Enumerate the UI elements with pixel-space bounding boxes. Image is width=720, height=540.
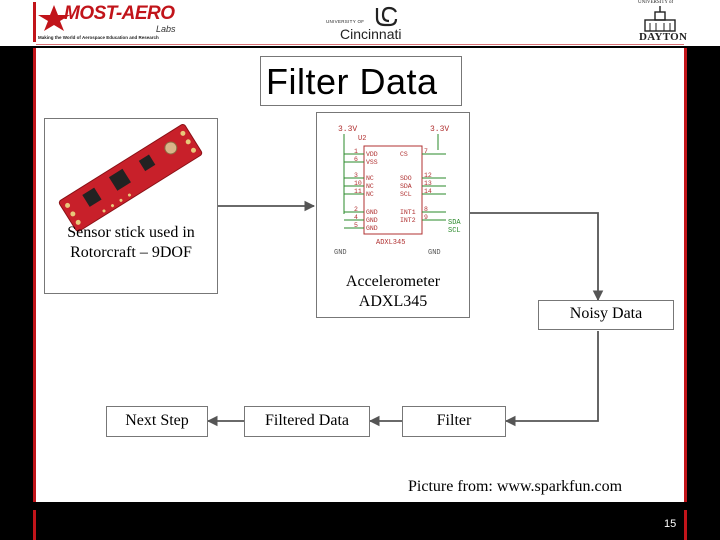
header-underline xyxy=(36,44,684,45)
star-icon xyxy=(38,5,70,31)
schematic-pin-number: 9 xyxy=(424,214,428,221)
schematic-net-sda: SDA xyxy=(448,219,461,227)
header-bar: MOST-AERO Labs Making the World of Aeros… xyxy=(0,0,720,46)
schematic-pin-label: CS xyxy=(400,151,408,158)
schematic-pin-label: GND xyxy=(366,209,378,216)
schematic-pin-number: 5 xyxy=(354,222,358,229)
schematic-pin-label: INT2 xyxy=(400,217,416,224)
dayton-logo: UNIVERSITY of DAYTON xyxy=(636,0,688,44)
schematic-gnd-right: GND xyxy=(428,249,441,257)
arrow-accel-to-noisy xyxy=(470,212,604,302)
schematic-pin-number: 11 xyxy=(354,188,362,195)
schematic-pin-label: NC xyxy=(366,175,374,182)
schematic-pin-label: SCL xyxy=(400,191,412,198)
logo-sub-text: Labs xyxy=(156,24,176,34)
schematic-pin-number: 7 xyxy=(424,148,428,155)
filter-label: Filter xyxy=(436,412,472,429)
noisy-data-label: Noisy Data xyxy=(569,305,643,322)
schematic-pin-number: 14 xyxy=(424,188,432,195)
schematic-pin-number: 8 xyxy=(424,206,428,213)
schematic-part: ADXL345 xyxy=(376,239,405,247)
picture-credit: Picture from: www.sparkfun.com xyxy=(408,478,623,495)
next-step-box xyxy=(106,406,208,437)
schematic-pin-label: SDA xyxy=(400,183,412,190)
logo-tagline: Making the World of Aerospace Education … xyxy=(38,35,159,40)
schematic-pin-number: 6 xyxy=(354,156,358,163)
schematic-pin-number: 1 xyxy=(354,148,358,155)
filter-box xyxy=(402,406,506,437)
page-title: Filter Data xyxy=(266,61,438,102)
accelerometer-label-line1: Accelerometer xyxy=(345,273,441,290)
schematic-pin-label: VDD xyxy=(366,151,378,158)
dayton-name-text: DAYTON xyxy=(639,31,688,43)
filtered-data-box xyxy=(244,406,370,437)
schematic-pin-number: 13 xyxy=(424,180,432,187)
frame-left-bar xyxy=(33,48,36,502)
schematic-pin-number: 10 xyxy=(354,180,362,187)
page-number: 15 xyxy=(664,518,677,530)
schematic-pin-number: 12 xyxy=(424,172,432,179)
footer-right-bar xyxy=(684,510,687,540)
schematic-gnd-left: GND xyxy=(334,249,347,257)
schematic-pin-label: VSS xyxy=(366,159,378,166)
dayton-top-text: UNIVERSITY of xyxy=(638,0,674,5)
schematic-pins-right: 7 CS 12 SDO 13 SDA 14 SCL 8 INT1 9 INT2 xyxy=(400,148,446,224)
uc-name-text: Cincinnati xyxy=(340,26,402,42)
sensor-label-line2: Rotorcraft – 9DOF xyxy=(70,244,192,261)
schematic-pin-label: SDO xyxy=(400,175,412,182)
schematic-vcc-left: 3.3V xyxy=(338,125,357,134)
uc-mark-icon xyxy=(375,6,398,27)
content-area: Filter Data xyxy=(36,48,684,502)
schematic-net-scl: SCL xyxy=(448,227,461,235)
most-aero-logo: MOST-AERO Labs Making the World of Aeros… xyxy=(36,2,196,42)
schematic-pin-number: 4 xyxy=(354,214,358,221)
schematic-pin-number: 2 xyxy=(354,206,358,213)
schematic-pin-label: NC xyxy=(366,191,374,198)
schematic-pin-label: GND xyxy=(366,217,378,224)
noisy-data-box xyxy=(538,300,674,330)
uc-logo: UNIVERSITY OF Cincinnati xyxy=(324,4,416,42)
title-box xyxy=(260,56,462,106)
arrow-noisy-to-filter xyxy=(504,331,599,427)
dayton-building-icon xyxy=(644,6,676,32)
schematic-pin-number: 3 xyxy=(354,172,358,179)
accelerometer-label-line2: ADXL345 xyxy=(358,293,428,310)
filtered-data-label: Filtered Data xyxy=(265,412,349,429)
sensor-board-image xyxy=(58,124,203,232)
schematic-pin-label: NC xyxy=(366,183,374,190)
schematic-vcc-right: 3.3V xyxy=(430,125,449,134)
header-accent-left xyxy=(33,2,36,42)
next-step-label: Next Step xyxy=(125,412,189,429)
schematic-pin-label: INT1 xyxy=(400,209,416,216)
footer-left-bar xyxy=(33,510,36,540)
schematic-ref: U2 xyxy=(358,135,366,143)
frame-right-bar xyxy=(684,48,687,502)
sensor-label-line1: Sensor stick used in xyxy=(67,224,195,241)
uc-top-text: UNIVERSITY OF xyxy=(326,19,365,24)
logo-main-text: MOST-AERO xyxy=(64,3,175,24)
schematic-pin-label: GND xyxy=(366,225,378,232)
